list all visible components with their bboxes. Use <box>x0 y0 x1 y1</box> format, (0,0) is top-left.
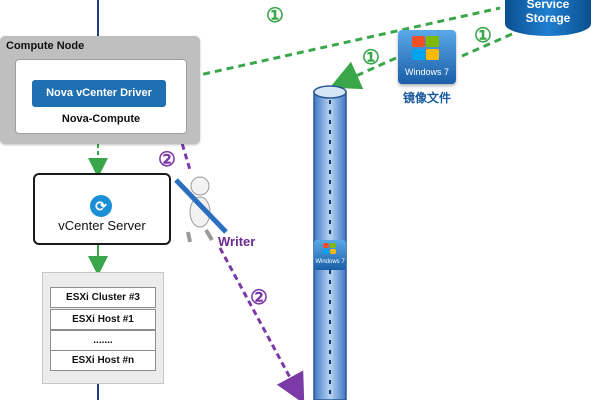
green-dashed-storage-windows <box>461 32 513 58</box>
image-file-caption: 镜像文件 <box>402 91 451 105</box>
step-one-badge: ① <box>362 47 380 69</box>
nova-vcenter-driver: Nova vCenter Driver <box>32 80 166 107</box>
green-dashed-windows-cylinder <box>329 56 397 90</box>
green-dashed-driver-storage <box>167 6 501 84</box>
windows-small-text: Windows 7 <box>315 259 345 265</box>
windows-logo-text: Windows 7 <box>404 67 449 77</box>
step-two-badge: ② <box>158 149 176 171</box>
esxi-row: ESXi Host #1 <box>50 309 156 330</box>
esxi-row: ESXi Cluster #3 <box>50 287 156 308</box>
nova-compute-label: Nova-Compute <box>61 113 141 125</box>
windows-flag-icon <box>410 36 440 62</box>
step-one-badge: ① <box>266 5 284 27</box>
service-storage-cylinder <box>505 0 591 36</box>
windows-flag-small-icon <box>323 243 337 255</box>
esxi-row: ESXi Host #n <box>50 350 156 371</box>
writer-figure <box>174 176 228 243</box>
sync-icon: ⟳ <box>90 195 112 217</box>
service-storage-label: Service Storage <box>503 0 593 25</box>
step-one-badge: ① <box>474 25 492 47</box>
esxi-row: ....... <box>50 330 156 351</box>
storage-label-line1: Service <box>526 0 570 11</box>
writer-label: Writer <box>218 234 256 249</box>
cylinder-top <box>313 85 347 99</box>
storage-label-line2: Storage <box>525 11 571 25</box>
vcenter-server-box <box>33 173 171 245</box>
compute-node-title: Compute Node <box>6 40 85 52</box>
step-two-badge: ② <box>250 287 268 309</box>
purple-dashed-writer-cylinder <box>218 247 305 400</box>
vcenter-server-label: vCenter Server <box>58 218 146 233</box>
